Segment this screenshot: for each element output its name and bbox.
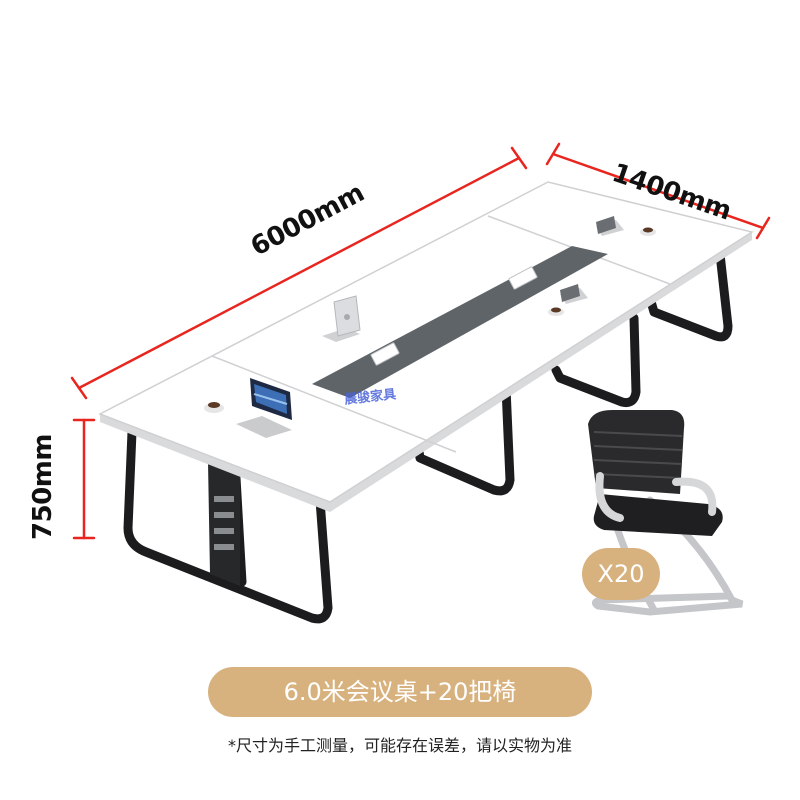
coffee-cup-icon bbox=[640, 227, 656, 236]
dimension-height-label: 750mm bbox=[28, 434, 58, 540]
laptop-icon bbox=[322, 295, 361, 342]
office-chair-icon bbox=[588, 410, 744, 616]
power-socket-icon bbox=[370, 266, 538, 366]
laptop-icon bbox=[236, 378, 292, 438]
laptop-icon bbox=[560, 284, 588, 304]
coffee-cup-icon bbox=[548, 307, 564, 316]
coffee-cup-icon bbox=[204, 402, 224, 413]
measurement-disclaimer: *尺寸为手工测量，可能存在误差，请以实物为准 bbox=[227, 736, 572, 755]
product-title-banner: 6.0米会议桌+20把椅 bbox=[208, 667, 592, 717]
middle-leg-frame-front bbox=[413, 383, 515, 496]
back-right-leg-frame bbox=[645, 249, 733, 342]
dimension-width-line bbox=[77, 156, 521, 390]
dimension-lines bbox=[70, 142, 771, 540]
chair-quantity-badge: X20 bbox=[582, 548, 660, 600]
middle-leg-frame-back bbox=[551, 313, 641, 407]
front-left-leg-frame bbox=[123, 427, 333, 624]
laptop-icon bbox=[596, 216, 624, 236]
cable-column bbox=[208, 462, 240, 586]
dimension-depth-line bbox=[551, 152, 765, 230]
